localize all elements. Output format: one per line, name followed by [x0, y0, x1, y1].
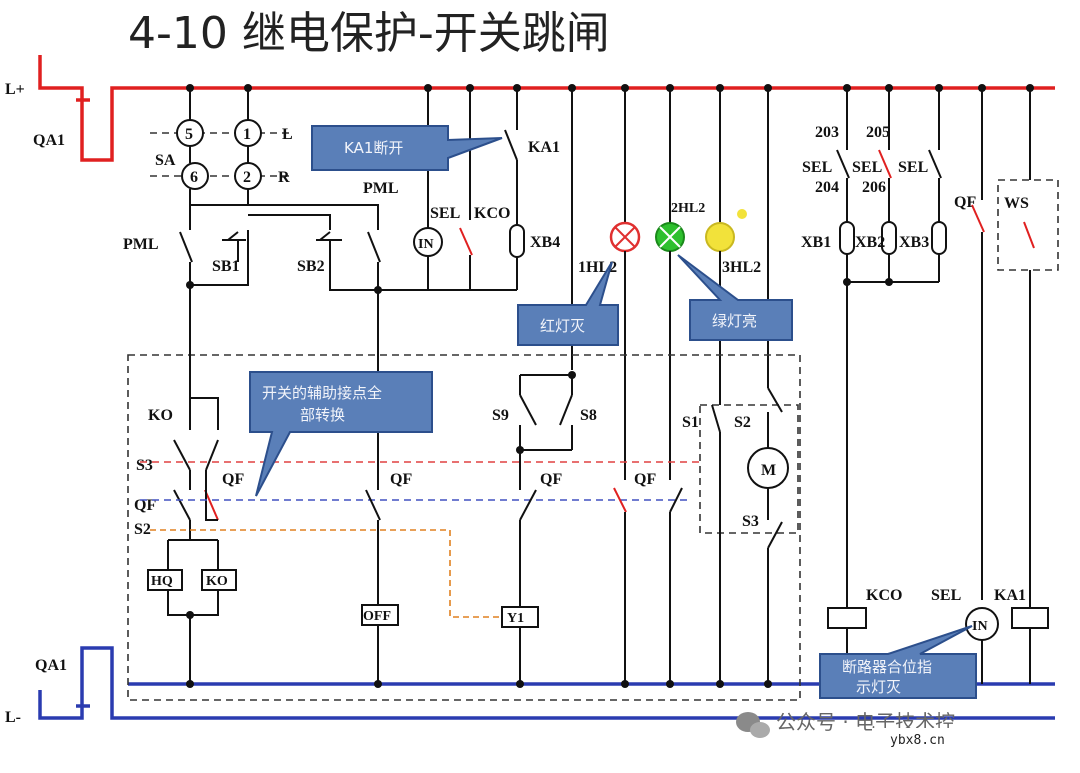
pml-left-label: PML	[123, 236, 159, 253]
off-column: QF OFF	[361, 286, 412, 688]
yellow-lamp-icon	[705, 222, 735, 252]
callout-breaker-line1: 断路器合位指	[842, 658, 932, 676]
sa-label: SA	[155, 152, 176, 169]
s2-linkage	[150, 529, 500, 618]
pml-top-label: PML	[363, 180, 399, 197]
sel-label: SEL	[430, 205, 460, 222]
callout-ka1-text: KA1断开	[344, 139, 403, 157]
sb1-label: SB1	[212, 258, 240, 275]
s8-label: S8	[580, 407, 597, 424]
xb3-label: XB3	[899, 234, 929, 251]
qa1-top-label: QA1	[33, 132, 65, 149]
positive-bus: L+ QA1	[5, 55, 1055, 162]
motor-label: M	[761, 462, 776, 479]
sa-contact-6: 6	[190, 169, 198, 186]
sa-left-label: L	[282, 126, 293, 143]
in-label: IN	[418, 237, 434, 252]
n206-label: 206	[862, 179, 886, 196]
qf-left-label: QF	[134, 497, 156, 514]
qf3-label: QF	[540, 471, 562, 488]
qf4-label: QF	[634, 471, 656, 488]
hl3-label: 3HL2	[722, 259, 761, 276]
close-contacts-group: PML SB1 SB2 PML	[123, 180, 430, 291]
motor-box	[699, 404, 799, 534]
xb1-label: XB1	[801, 234, 831, 251]
n203-label: 203	[815, 124, 839, 141]
s9-label: S9	[492, 407, 509, 424]
sa-contact-2: 2	[243, 169, 251, 186]
in-coil-label: IN	[972, 619, 988, 634]
sa-right-label: R	[278, 169, 290, 186]
n205-label: 205	[866, 124, 890, 141]
sel-a-label: SEL	[802, 159, 832, 176]
negative-bus-label: L-	[5, 709, 21, 726]
breaker-mechanism-box	[127, 354, 801, 701]
callout-ka1: KA1断开	[311, 125, 503, 171]
s2-motor-label: S2	[734, 414, 751, 431]
sel-b-label: SEL	[852, 159, 882, 176]
right-protection-panel: 203 205 SEL SEL SEL 204 206 XB1 XB2 XB3 …	[801, 84, 1059, 684]
sa-contact-5: 5	[185, 126, 193, 143]
control-switch-sa: 5 1 L SA 6 2 R	[150, 84, 379, 230]
xb4-label: XB4	[530, 234, 560, 251]
n204-label: 204	[815, 179, 839, 196]
motor-column: S1 S2 M S3	[682, 387, 789, 688]
s1-label: S1	[682, 414, 699, 431]
close-coil-column: S9 S8 QF Y1	[492, 371, 597, 688]
callout-breaker: 断路器合位指 示灯灭	[819, 625, 977, 699]
sb2-label: SB2	[297, 258, 325, 275]
kco-label: KCO	[474, 205, 510, 222]
kco-coil-label: KCO	[866, 587, 902, 604]
hl2-label: 2HL2	[671, 201, 705, 216]
callout-red-light: 红灯灭	[517, 261, 619, 346]
ka1-coil-label: KA1	[994, 587, 1026, 604]
s3-label: S3	[136, 457, 153, 474]
qa1-bottom-label: QA1	[35, 657, 67, 674]
sel-c-label: SEL	[898, 159, 928, 176]
protection-contacts: IN SEL KCO XB4 KA1	[378, 84, 560, 291]
wechat-icon	[736, 712, 770, 738]
ko-label: KO	[148, 407, 173, 424]
qf1-label: QF	[222, 471, 244, 488]
callout-green-light-text: 绿灯亮	[712, 312, 757, 330]
watermark: 公众号 · 电子技术控 ybx8.cn	[736, 710, 972, 748]
hq-label: HQ	[151, 574, 173, 589]
ko-coil-label: KO	[206, 574, 228, 589]
left-trip-column: KO S3 QF S2 QF HQ KO	[134, 281, 244, 688]
ka1-label: KA1	[528, 139, 560, 156]
sa-contact-1: 1	[243, 126, 251, 143]
ws-box	[997, 179, 1059, 271]
callout-green-light: 绿灯亮	[677, 254, 793, 341]
callout-contacts-line2: 部转换	[300, 406, 345, 424]
positive-bus-label: L+	[5, 81, 25, 98]
watermark-url: ybx8.cn	[890, 733, 945, 748]
callout-breaker-line2: 示灯灭	[856, 678, 901, 696]
s3-motor-label: S3	[742, 513, 759, 530]
qf-right-label: QF	[954, 194, 976, 211]
callout-contacts-line1: 开关的辅助接点全	[262, 384, 382, 402]
s2-left-label: S2	[134, 521, 151, 538]
qf2-label: QF	[390, 471, 412, 488]
ws-label: WS	[1004, 195, 1029, 212]
page-title: 4-10 继电保护-开关跳闸	[128, 8, 610, 59]
lamp-qf-contacts: QF	[613, 471, 683, 688]
xb2-label: XB2	[855, 234, 885, 251]
callout-red-light-text: 红灯灭	[540, 317, 585, 335]
off-label: OFF	[363, 609, 391, 624]
sel-coil-label: SEL	[931, 587, 961, 604]
callout-contacts: 开关的辅助接点全 部转换	[249, 371, 433, 497]
y1-label: Y1	[507, 611, 524, 626]
